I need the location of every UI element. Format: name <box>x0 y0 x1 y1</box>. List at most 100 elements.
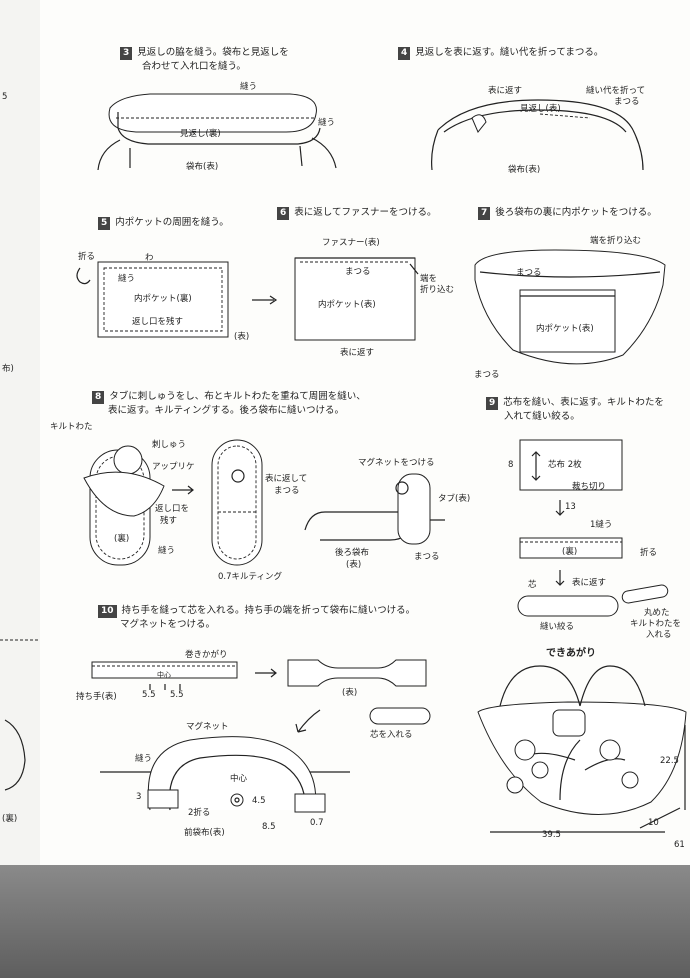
label: 縫う <box>240 82 258 92</box>
label: アップリケ <box>152 462 195 472</box>
label: 3 <box>136 792 142 802</box>
label: 縫う <box>135 754 153 764</box>
label: 表に返して <box>265 474 308 484</box>
label: 表に返す <box>488 86 523 96</box>
label: 端を <box>420 274 438 284</box>
label: 縫う <box>118 274 136 284</box>
label: 見返し(裏) <box>180 129 221 139</box>
label: まつる <box>516 268 542 278</box>
label: 裁ち切り <box>572 482 607 492</box>
step4-diagram <box>431 99 644 171</box>
label: 残す <box>160 516 178 526</box>
step9-diagram <box>517 439 669 617</box>
label: 芯 <box>528 580 537 590</box>
label: 袋布(表) <box>508 165 541 175</box>
step-number: 4 <box>398 47 411 60</box>
page-number: 61 <box>674 840 685 850</box>
label: 袋布(表) <box>186 162 219 172</box>
label: 表に返す <box>572 578 607 588</box>
label: 折る <box>78 252 96 262</box>
label: 内ポケット(表) <box>318 300 376 310</box>
label: 8.5 <box>262 822 276 832</box>
label: 5.5 <box>142 690 156 700</box>
step-number: 7 <box>478 207 491 220</box>
step-number: 8 <box>92 391 105 404</box>
label: 入れる <box>646 630 672 640</box>
label: 端を折り込む <box>590 236 642 246</box>
label: 折り込む <box>420 285 455 295</box>
label: 表に返す <box>340 348 375 358</box>
label: 2折る <box>188 808 211 818</box>
label: (表) <box>234 332 250 342</box>
label: 13 <box>565 502 576 512</box>
label: 刺しゅう <box>152 440 187 450</box>
label: 持ち手(表) <box>76 692 117 702</box>
label: キルトわた <box>50 422 93 432</box>
label: 返し口を <box>155 504 190 514</box>
label: タブ(表) <box>438 494 471 504</box>
finished-title: できあがり <box>546 648 596 659</box>
label: 8 <box>508 460 514 470</box>
label: まつる <box>474 370 500 380</box>
label: まつる <box>614 97 640 107</box>
label: 内ポケット(表) <box>536 324 594 334</box>
label: (表) <box>342 688 358 698</box>
dimension-depth: 10 <box>648 818 659 828</box>
step-number: 3 <box>120 47 133 60</box>
label: (裏) <box>562 547 578 557</box>
step3-diagram <box>97 93 337 171</box>
label: 後ろ袋布 <box>335 548 370 558</box>
label: 芯を入れる <box>370 730 413 740</box>
label: 前袋布(表) <box>184 828 225 838</box>
finished-bag-illustration <box>477 665 687 833</box>
label: 縫い代を折って <box>586 86 646 96</box>
dimension-height: 22.5 <box>660 756 679 766</box>
label: 内ポケット(裏) <box>134 294 192 304</box>
label: 見返し(表) <box>520 104 561 114</box>
step-number: 10 <box>98 605 117 618</box>
label: 0.7 <box>310 818 324 828</box>
label: 4.5 <box>252 796 266 806</box>
step8-diagram <box>83 439 445 566</box>
step-number: 6 <box>277 207 290 220</box>
label: 中心 <box>157 671 171 679</box>
label: 巻きかがり <box>185 650 228 660</box>
label: 縫う <box>158 546 176 556</box>
step-number: 5 <box>98 217 111 230</box>
label: 中心 <box>230 774 248 784</box>
label: 1縫う <box>590 520 613 530</box>
step10-diagram <box>91 659 431 813</box>
step6-diagram <box>294 257 419 341</box>
label: マグネット <box>186 722 229 732</box>
gutter-text: 布) <box>2 364 14 374</box>
label: 縫う <box>318 118 336 128</box>
label: キルトわたを <box>630 619 682 629</box>
label: (裏) <box>114 534 130 544</box>
label: 折る <box>640 548 658 558</box>
label: 5.5 <box>170 690 184 700</box>
label: 芯布 2枚 <box>548 460 582 470</box>
label: マグネットをつける <box>358 458 435 468</box>
label: まつる <box>414 552 440 562</box>
step-number: 9 <box>486 397 499 410</box>
label: 返し口を残す <box>132 317 184 327</box>
label: (表) <box>346 560 362 570</box>
label: 丸めた <box>644 608 670 618</box>
scan-shadow <box>0 865 690 978</box>
label: ファスナー(表) <box>322 238 380 248</box>
step5-diagram <box>76 261 278 338</box>
label: わ <box>145 253 154 263</box>
gutter-text: 5 <box>2 92 8 102</box>
step7-diagram <box>474 249 666 365</box>
label: まつる <box>345 267 371 277</box>
